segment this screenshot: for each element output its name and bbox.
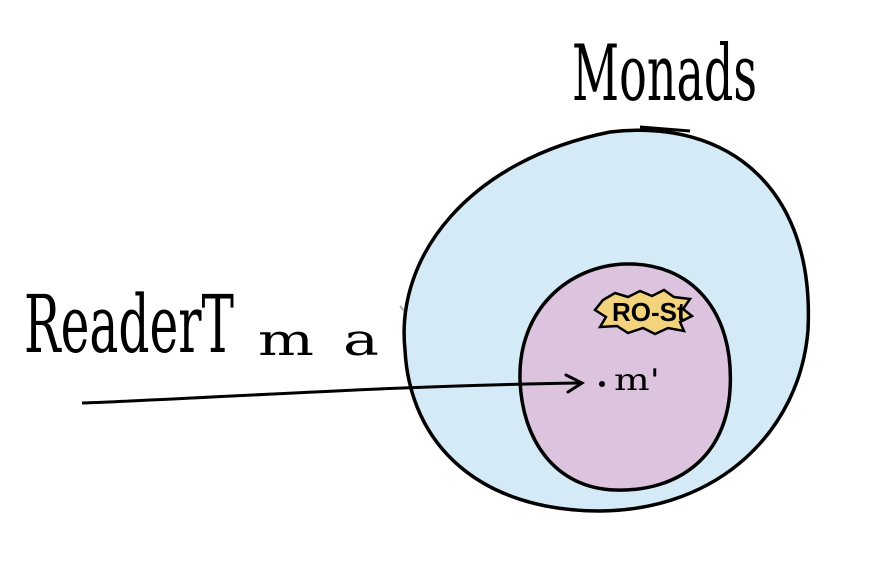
inner-point-dot — [599, 381, 605, 387]
outer-circle-stroke-tick — [639, 125, 691, 133]
m-label: m — [258, 315, 314, 366]
mapping-arrowhead — [564, 373, 586, 394]
a-label: a — [343, 315, 379, 366]
ro-st-badge-shape — [593, 288, 695, 336]
reader-label: ReaderT — [24, 278, 234, 371]
monads-title: Monads — [572, 29, 757, 119]
inner-point-label: m' — [614, 363, 660, 398]
stray-pen-mark — [399, 305, 405, 312]
ro-st-badge-label: RO-St — [612, 297, 686, 327]
mapping-arrow-line — [81, 381, 581, 405]
